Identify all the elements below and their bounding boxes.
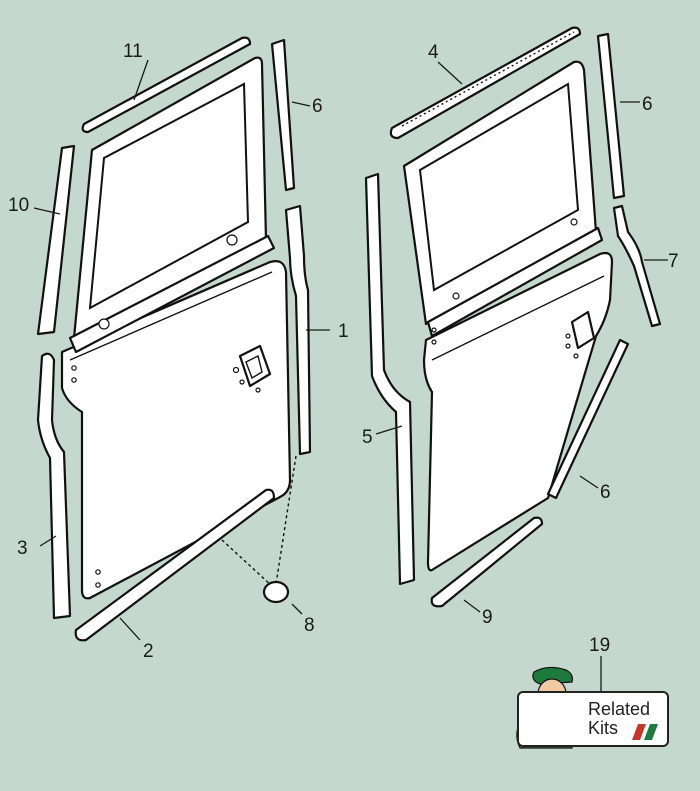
left-window-glass (88, 82, 250, 310)
right-door (402, 60, 614, 572)
right-door-handle (570, 310, 596, 350)
part-8-clip (262, 580, 290, 604)
left-door-handle (238, 344, 272, 388)
left-door (60, 56, 292, 600)
related-kits-stripes-icon (632, 724, 658, 740)
callout-7: 7 (668, 251, 679, 272)
callout-2: 2 (143, 641, 154, 662)
callout-10: 10 (8, 195, 29, 216)
callout-6-top-right: 6 (642, 94, 653, 115)
part-11-top-seal (81, 36, 252, 134)
callout-11: 11 (123, 41, 143, 62)
right-window-glass (418, 82, 580, 292)
part-2-sill-seal (74, 488, 276, 642)
part-1-seal (284, 204, 312, 456)
part-7-seal (612, 204, 662, 328)
part-4-top-seal (389, 26, 582, 140)
callout-5: 5 (362, 427, 373, 448)
related-kits-badge[interactable] (517, 691, 669, 747)
part-6-seal-bottom-right (546, 338, 630, 500)
related-kits-line1: Related (588, 699, 651, 719)
part-9-sill-seal (430, 516, 544, 608)
callout-6-bottom-right: 6 (600, 482, 611, 503)
callout-6-left: 6 (312, 96, 323, 117)
callout-8: 8 (304, 615, 315, 636)
callout-9: 9 (482, 607, 493, 628)
callout-1: 1 (338, 321, 349, 342)
part-6-seal-top-right (596, 32, 626, 200)
part-3-seal (36, 352, 72, 620)
callout-3: 3 (17, 538, 28, 559)
part-10-seal (36, 144, 76, 336)
callout-4: 4 (428, 42, 439, 63)
part-5-seal (364, 172, 416, 586)
related-kits-label[interactable]: Related Kits (588, 700, 668, 738)
part-6-seal-left (270, 38, 296, 192)
right-door-panel (422, 251, 614, 572)
related-kits-line2: Kits (588, 718, 619, 738)
callout-19: 19 (589, 635, 610, 656)
